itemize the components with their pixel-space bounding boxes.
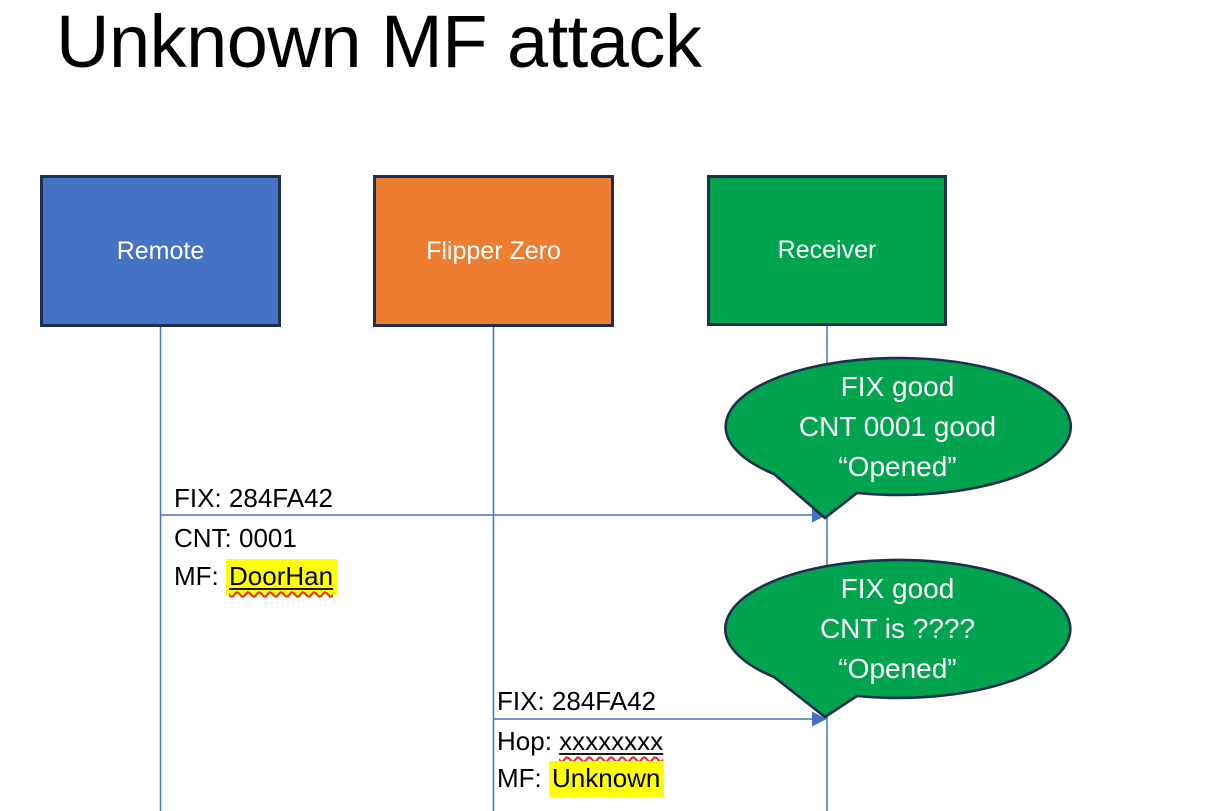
message2-hop-value-squiggled: xxxxxxxx <box>559 726 663 756</box>
speech-bubble-2 <box>724 558 1072 719</box>
actor-box-remote: Remote <box>40 175 281 327</box>
message2-mf-prefix: MF: <box>497 763 549 793</box>
speech-bubble-1 <box>724 356 1073 520</box>
message2-mf-value: Unknown <box>552 763 661 793</box>
message1-cnt-label: CNT: 0001 <box>174 521 297 555</box>
actor-label-receiver: Receiver <box>777 236 877 264</box>
message1-mf-value: DoorHan <box>229 561 334 591</box>
message2-fix-label: FIX: 284FA42 <box>497 684 656 718</box>
speech-bubble-1-text: FIX good CNT 0001 good “Opened” <box>725 367 1070 487</box>
message1-cnt-text: CNT: 0001 <box>174 523 297 553</box>
message1-mf-value-highlighted: DoorHan <box>226 559 338 595</box>
bubble1-line1: FIX good <box>840 371 955 402</box>
bubble1-line2: CNT 0001 good <box>798 411 997 442</box>
message1-fix-text: FIX: 284FA42 <box>174 483 333 513</box>
actor-box-flipper-zero: Flipper Zero <box>373 175 614 327</box>
bubble1-line3: “Opened” <box>838 451 957 482</box>
message1-fix-label: FIX: 284FA42 <box>174 481 333 515</box>
bubble2-line2: CNT is ???? <box>819 613 976 644</box>
arrowhead-message-2 <box>812 711 827 727</box>
message2-hop-label: Hop: xxxxxxxx <box>497 724 663 758</box>
message2-mf-label: MF: Unknown <box>497 761 665 797</box>
speech-bubble-2-text: FIX good CNT is ???? “Opened” <box>725 569 1070 689</box>
bubble2-line1: FIX good <box>840 573 955 604</box>
slide-title: Unknown MF attack <box>56 0 702 83</box>
actor-label-flipper-zero: Flipper Zero <box>426 236 561 265</box>
actor-label-remote: Remote <box>116 236 205 265</box>
message1-mf-prefix: MF: <box>174 561 226 591</box>
message2-fix-text: FIX: 284FA42 <box>497 686 656 716</box>
message1-mf-label: MF: DoorHan <box>174 559 338 595</box>
bubble2-line3: “Opened” <box>838 653 957 684</box>
message2-mf-value-highlighted: Unknown <box>549 761 665 797</box>
message2-hop-value: xxxxxxxx <box>559 726 664 756</box>
message2-hop-prefix: Hop: <box>497 726 560 756</box>
actor-box-receiver: Receiver <box>707 175 947 326</box>
